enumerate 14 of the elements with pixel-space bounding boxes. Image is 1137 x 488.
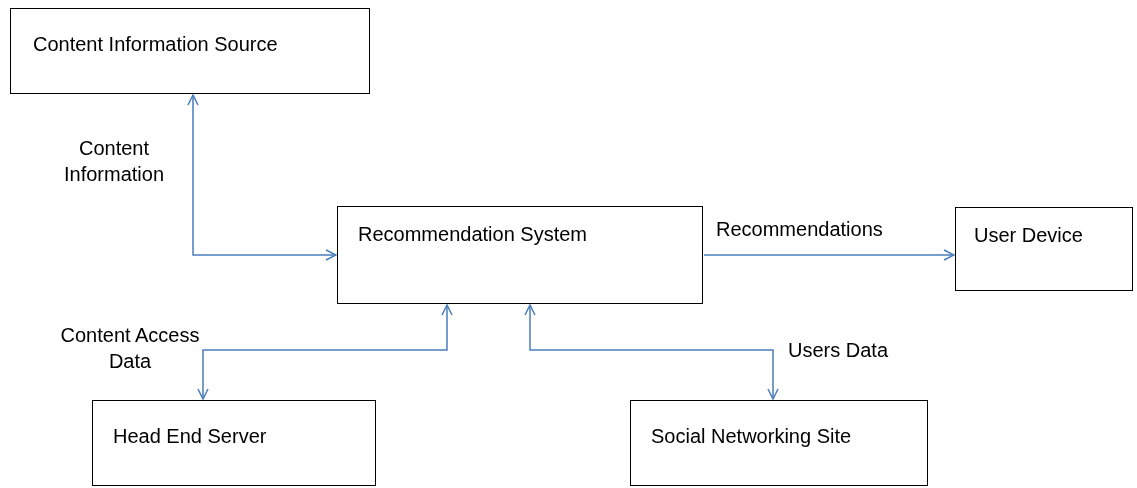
box-label: Social Networking Site: [651, 425, 852, 448]
box-label: User Device: [974, 224, 1083, 247]
box-label: Recommendation System: [358, 223, 587, 246]
process-box: [955, 207, 1133, 291]
arrow: [524, 304, 779, 400]
process-box: [337, 206, 703, 304]
box-label: Content Information Source: [33, 33, 278, 56]
arrow: [187, 94, 337, 261]
arrow: [703, 249, 955, 261]
process-box: [10, 8, 370, 94]
box-label: Head End Server: [113, 425, 267, 448]
arrow: [197, 304, 453, 400]
process-box: [92, 400, 376, 486]
process-box: [630, 400, 928, 486]
